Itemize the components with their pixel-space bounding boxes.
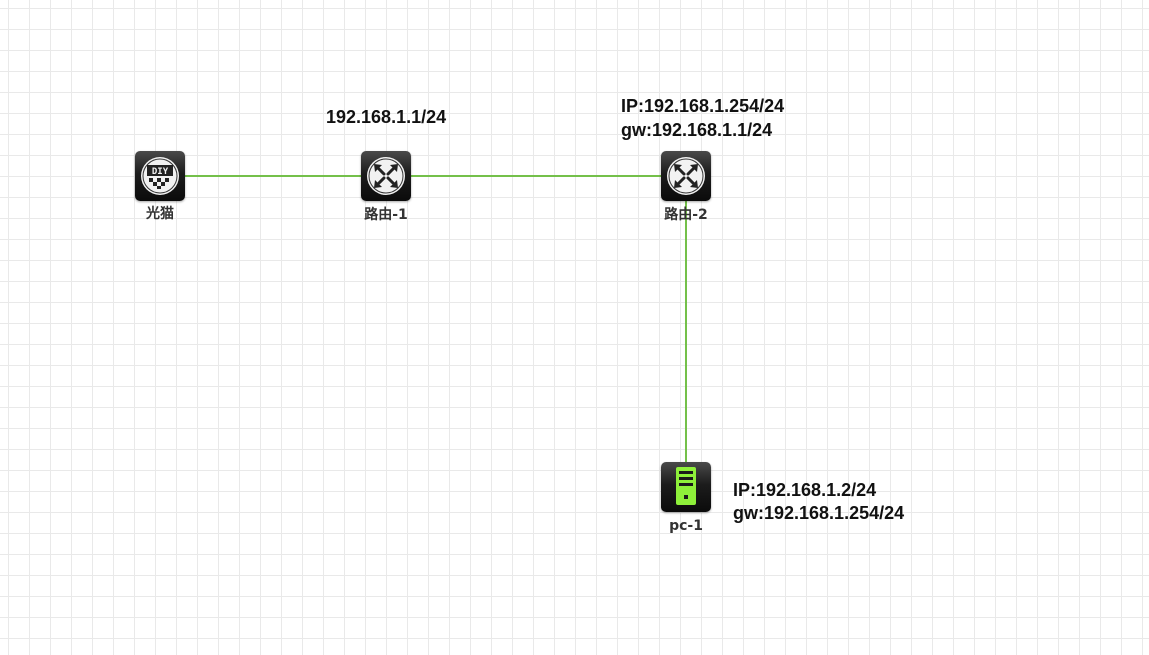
modem-node[interactable]: DIY xyxy=(135,151,185,201)
link-router1-router2[interactable] xyxy=(386,175,686,177)
link-modem-router1[interactable] xyxy=(160,175,386,177)
router1-label: 路由-1 xyxy=(364,207,408,223)
pc1-ip-annotation: IP:192.168.1.2/24 xyxy=(733,480,877,500)
diy-modem-icon: DIY xyxy=(141,157,179,195)
router2-gateway-annotation: gw:192.168.1.1/24 xyxy=(621,120,773,140)
pc1-label: pc-1 xyxy=(669,518,703,534)
pc1-node[interactable] xyxy=(661,462,711,512)
router1-node[interactable] xyxy=(361,151,411,201)
router-icon xyxy=(667,157,705,195)
router2-ip-annotation: IP:192.168.1.254/24 xyxy=(621,96,785,116)
router2-node[interactable] xyxy=(661,151,711,201)
pc-tower-icon xyxy=(676,467,696,505)
pc1-gateway-annotation: gw:192.168.1.254/24 xyxy=(733,503,905,523)
link-router2-pc1[interactable] xyxy=(685,176,687,487)
modem-label: 光猫 xyxy=(146,206,174,222)
router1-ip-annotation: 192.168.1.1/24 xyxy=(326,107,447,127)
svg-text:DIY: DIY xyxy=(152,167,169,177)
router2-label: 路由-2 xyxy=(664,207,708,223)
router-icon xyxy=(367,157,405,195)
